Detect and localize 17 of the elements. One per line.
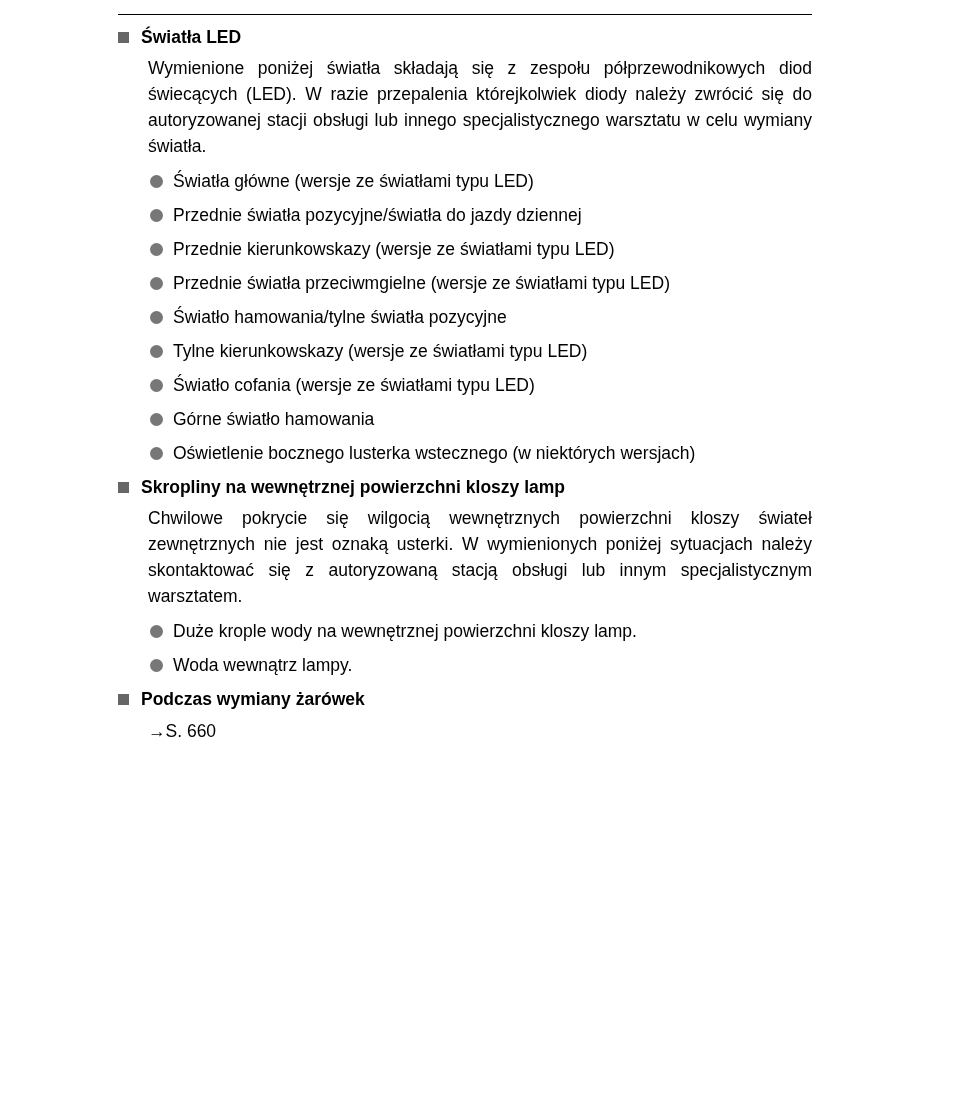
list-item: Duże krople wody na wewnętrznej powierzchni kloszy lamp. (173, 620, 637, 643)
section-heading: Podczas wymiany żarówek (141, 688, 365, 711)
section-heading: Światła LED (141, 25, 242, 49)
list-item: Światła główne (wersje ze światłami typu LED) (173, 169, 534, 193)
list-item: Światło cofania (wersje ze światłami typu LED) (173, 373, 535, 397)
section-heading: Skropliny na wewnętrznej powierzchni kloszy lamp (141, 476, 565, 499)
paragraph: Wymienione poniżej światła składają się z zespołu półprzewodnikowych diod świecących (LED). W razie przepalenia którejkolwiek diody należy zwrócić się do autoryzowanej stacji obsługi lub innego specjalistycznego warsztatu w celu wymiany światła. (148, 57, 812, 158)
page-reference: →S. 660 (148, 721, 217, 741)
list-item: Tylne kierunkowskazy (wersje ze światłami typu LED) (173, 340, 588, 363)
paragraph: Chwilowe pokrycie się wilgocią wewnętrznych powierzchni kloszy świateł zewnętrznych nie jest oznaką usterki. W wymienionych poniżej sytuacjach należy skontaktować się z autoryzowaną stacją obsługi lub innym specjalistycznym warsztatem. (148, 507, 812, 608)
list-item: Przednie światła pozycyjne/światła do jazdy dziennej (173, 204, 582, 227)
list-item: Przednie kierunkowskazy (wersje ze światłami typu LED) (173, 238, 615, 261)
list-item: Woda wewnątrz lampy. (173, 654, 353, 677)
list-item: Przednie światła przeciwmgielne (wersje ze światłami typu LED) (173, 272, 670, 295)
list-item: Oświetlenie bocznego lusterka wstecznego (w niektórych wersjach) (173, 442, 696, 465)
list-item: Górne światło hamowania (173, 408, 375, 431)
list-item: Światło hamowania/tylne światła pozycyjne (173, 305, 507, 329)
